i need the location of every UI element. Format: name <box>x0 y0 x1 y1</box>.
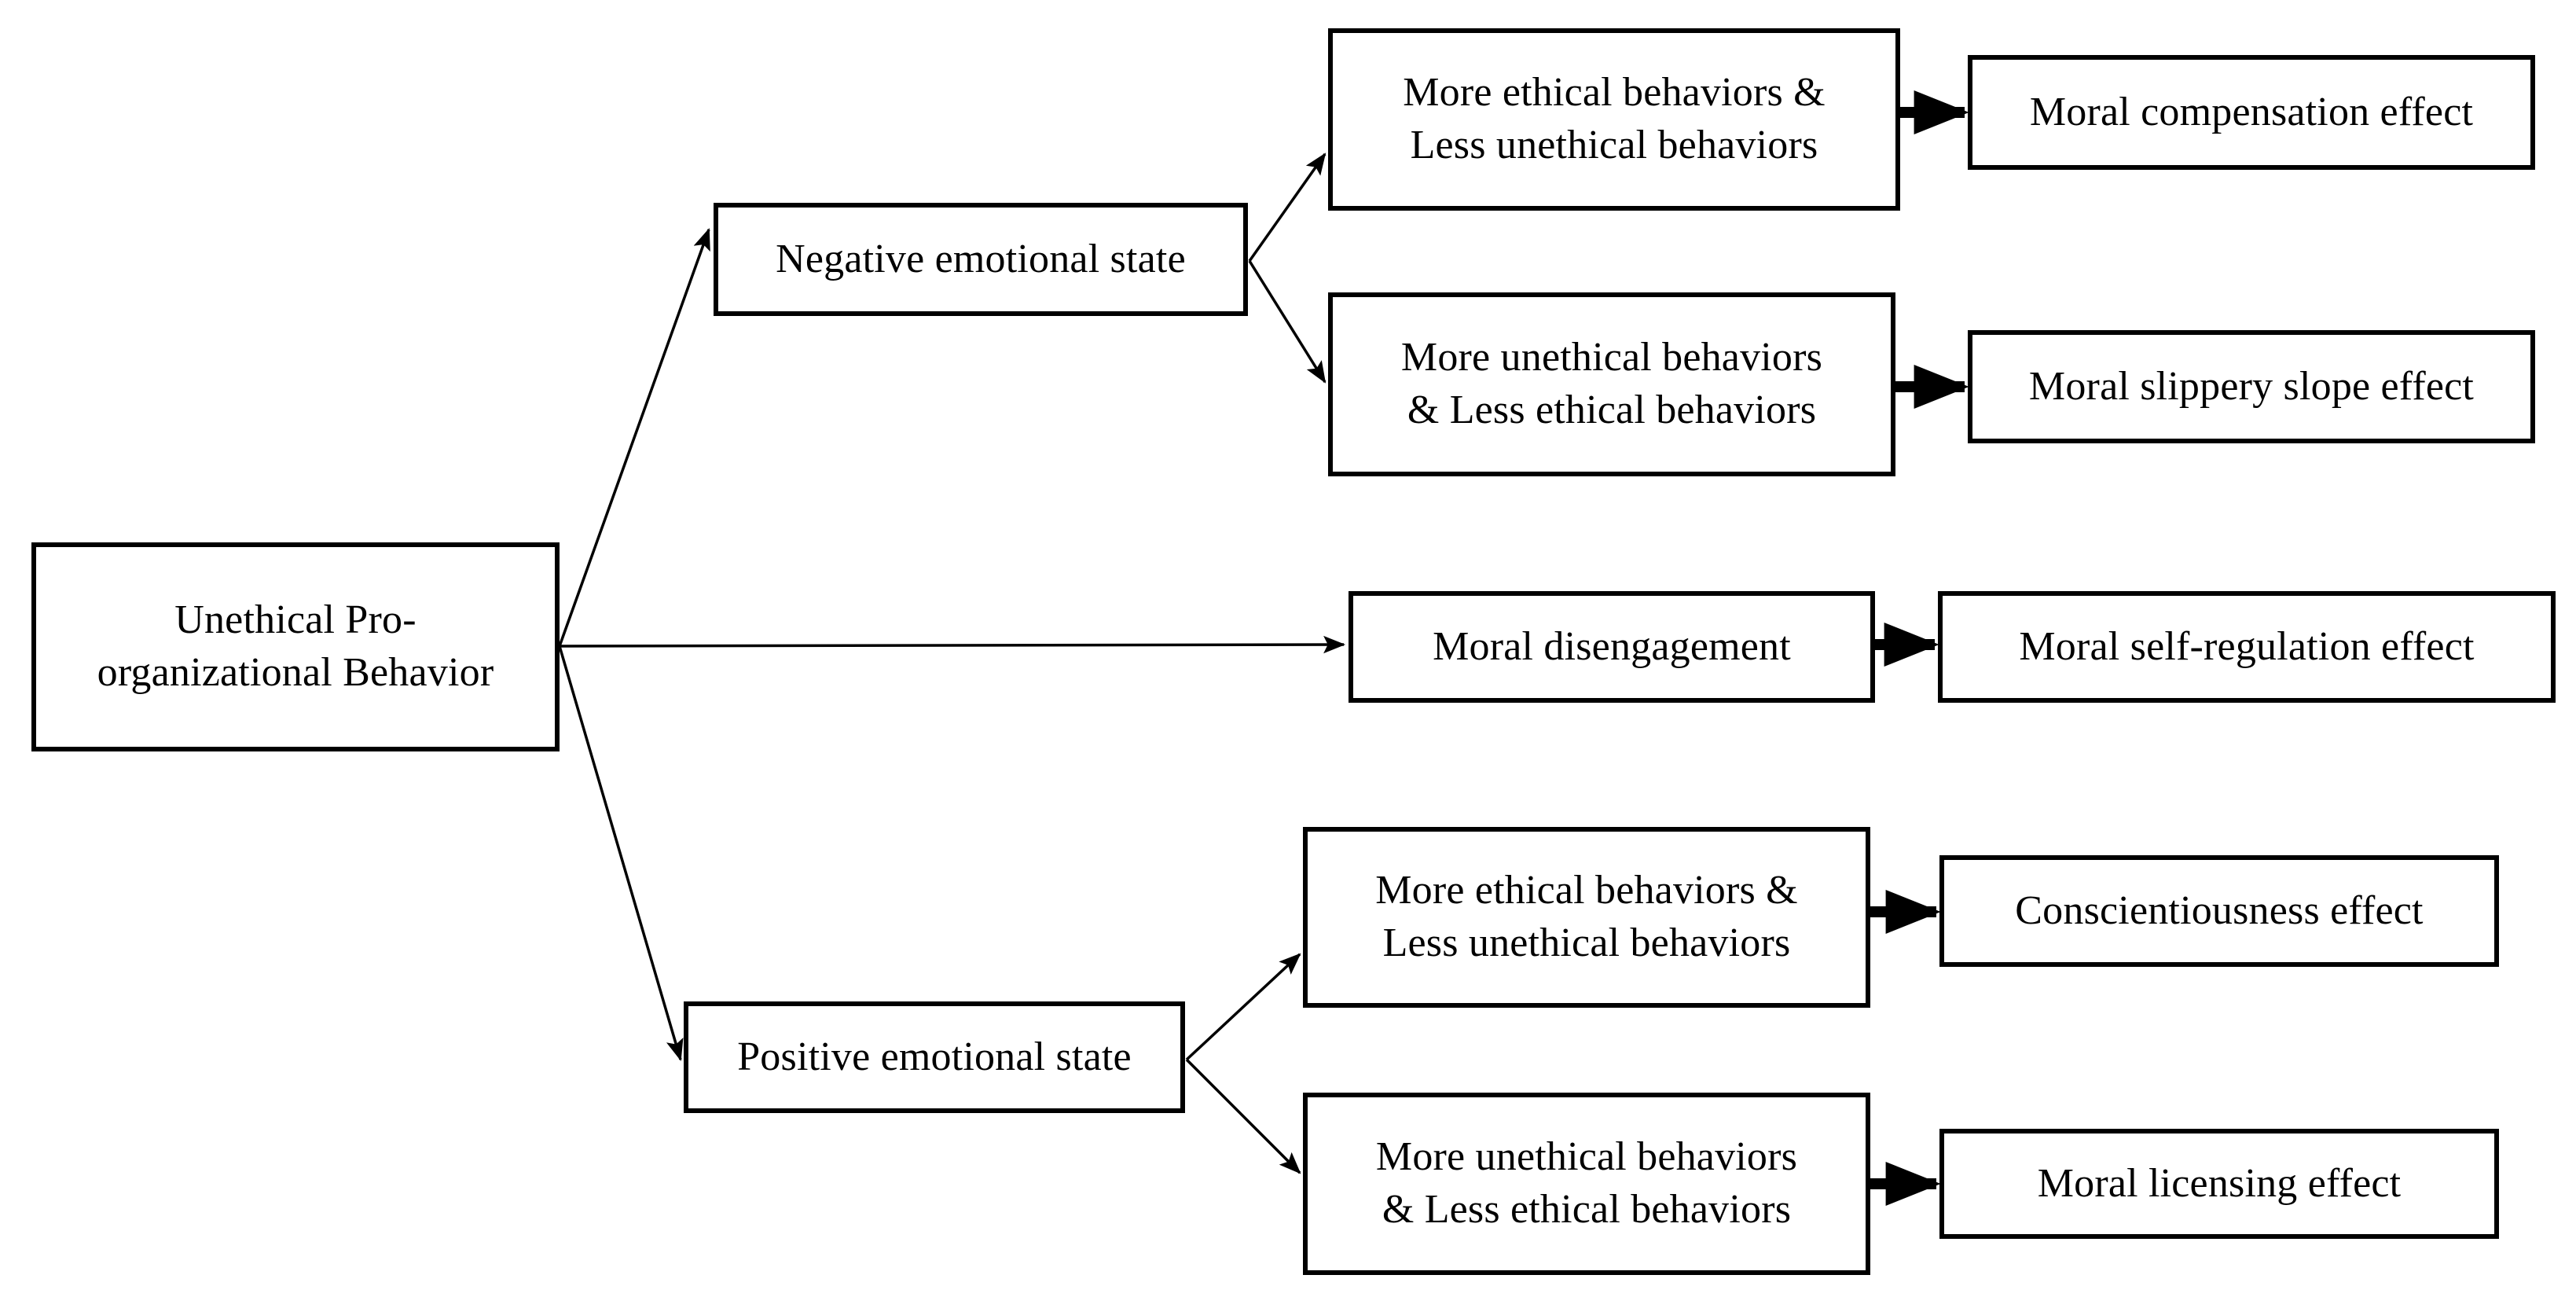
node-label-pos_more_unethical: More unethical behaviors & Less ethical … <box>1375 1134 1798 1232</box>
edge-positive-to-more-unethical <box>1185 1058 1301 1174</box>
node-label-moral_self_regulation: Moral self-regulation effect <box>2019 623 2475 669</box>
edge-positive-to-more-ethical <box>1185 953 1301 1061</box>
node-neg_more_ethical[interactable]: More ethical behaviors & Less unethical … <box>1328 28 1900 211</box>
node-label-conscientiousness: Conscientiousness effect <box>2015 887 2424 933</box>
node-upb[interactable]: Unethical Pro- organizational Behavior <box>31 542 560 751</box>
node-label-moral_licensing: Moral licensing effect <box>2037 1160 2402 1206</box>
node-moral_disengagement[interactable]: Moral disengagement <box>1349 591 1875 703</box>
node-label-neg_more_unethical: More unethical behaviors & Less ethical … <box>1400 335 1823 432</box>
node-label-negative_state: Negative emotional state <box>776 236 1186 281</box>
node-positive_state[interactable]: Positive emotional state <box>684 1001 1185 1113</box>
node-label-moral_disengagement: Moral disengagement <box>1433 623 1791 669</box>
node-pos_more_ethical[interactable]: More ethical behaviors & Less unethical … <box>1303 827 1870 1008</box>
node-label-moral_compensation: Moral compensation effect <box>2029 89 2474 134</box>
edge-negative-to-more-unethical <box>1248 260 1327 384</box>
edge-negative-to-more-ethical <box>1248 152 1327 263</box>
node-label-moral_slippery_slope: Moral slippery slope effect <box>2028 363 2475 409</box>
node-neg_more_unethical[interactable]: More unethical behaviors & Less ethical … <box>1328 292 1895 476</box>
node-moral_licensing[interactable]: Moral licensing effect <box>1939 1129 2499 1239</box>
node-label-upb: Unethical Pro- organizational Behavior <box>97 597 494 695</box>
node-label-positive_state: Positive emotional state <box>737 1034 1132 1079</box>
node-label-pos_more_ethical: More ethical behaviors & Less unethical … <box>1375 868 1798 965</box>
node-pos_more_unethical[interactable]: More unethical behaviors & Less ethical … <box>1303 1093 1870 1275</box>
node-moral_compensation[interactable]: Moral compensation effect <box>1968 55 2535 170</box>
node-moral_self_regulation[interactable]: Moral self-regulation effect <box>1938 591 2556 703</box>
node-label-neg_more_ethical: More ethical behaviors & Less unethical … <box>1403 70 1826 167</box>
node-conscientiousness[interactable]: Conscientiousness effect <box>1939 855 2499 967</box>
edge-upb-to-positive <box>558 645 684 1062</box>
edge-upb-to-disengagement <box>559 635 1346 654</box>
node-moral_slippery_slope[interactable]: Moral slippery slope effect <box>1968 330 2535 443</box>
node-negative_state[interactable]: Negative emotional state <box>714 203 1248 316</box>
edge-upb-to-negative <box>558 228 710 647</box>
